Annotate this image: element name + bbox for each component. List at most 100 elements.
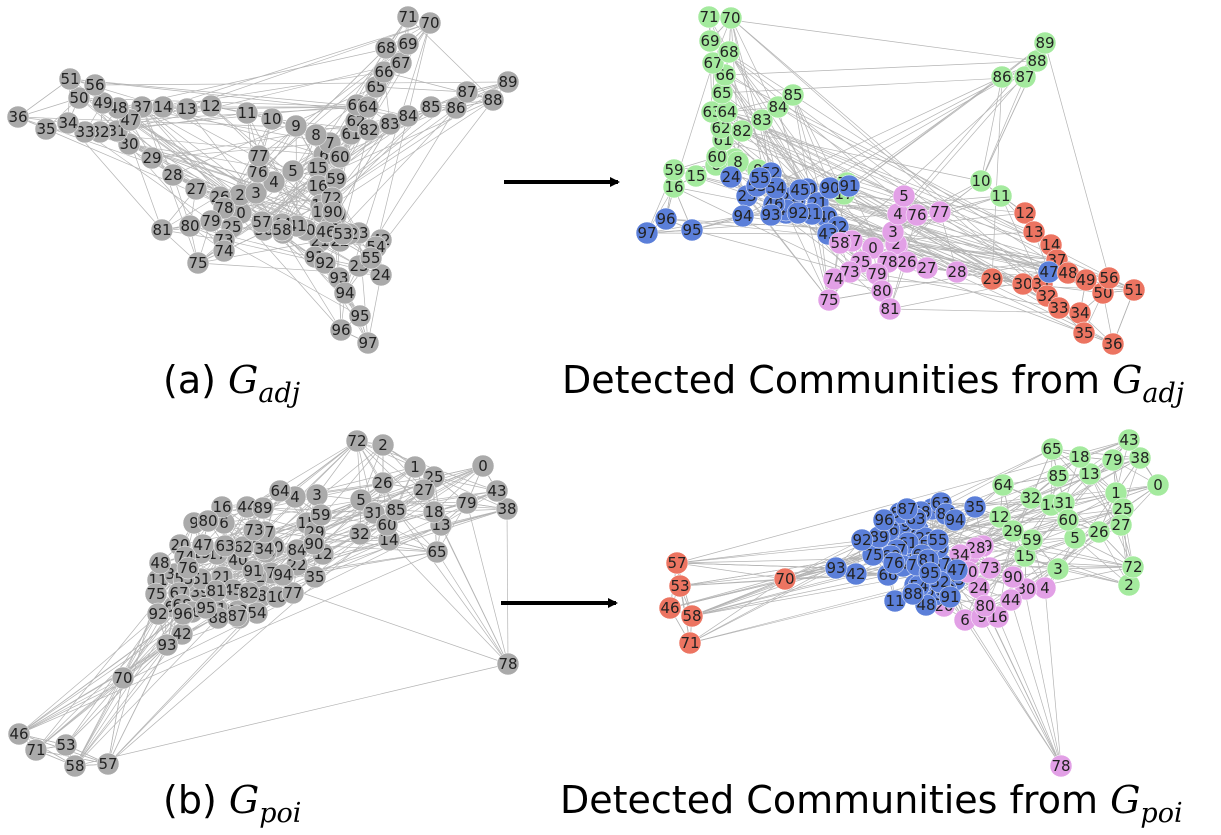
node-label: 38 (1130, 449, 1149, 467)
node-label: 15 (308, 159, 327, 177)
graph-node: 59 (1020, 528, 1044, 552)
node-label: 49 (93, 94, 112, 112)
graph-edge (141, 106, 257, 194)
node-label: 57 (252, 213, 271, 231)
node-label: 18 (424, 503, 443, 521)
graph-edge (69, 78, 369, 108)
node-label: 75 (819, 291, 838, 309)
node-label: 28 (947, 263, 966, 281)
graph-edge (676, 562, 786, 580)
node-label: 92 (788, 204, 807, 222)
node-circle (321, 200, 345, 224)
node-label: 77 (249, 147, 268, 165)
node-circle (418, 11, 442, 35)
node-label: 82 (239, 584, 258, 602)
graph-edge (344, 22, 431, 294)
node-circle (444, 96, 468, 120)
graph-node: 5 (281, 159, 305, 183)
node-label: 15 (686, 167, 705, 185)
node-label: 48 (1058, 264, 1077, 282)
node-label: 47 (947, 561, 966, 579)
graph-node: 27 (1109, 513, 1133, 537)
node-label: 29 (982, 270, 1001, 288)
graph-edge (843, 42, 1046, 195)
graph-node: 69 (698, 29, 722, 53)
node-label: 60 (1058, 511, 1077, 529)
node-label: 4 (290, 488, 300, 506)
node-label: 74 (214, 242, 233, 260)
graph-node: 96 (872, 508, 896, 532)
node-circle (304, 123, 328, 147)
graph-node: 94 (943, 508, 967, 532)
node-label: 92 (148, 605, 167, 623)
node-label: 27 (917, 259, 936, 277)
graph-node: 26 (1087, 520, 1111, 544)
graph-node: 91 (241, 559, 265, 583)
node-label: 76 (884, 554, 903, 572)
node-label: 91 (839, 177, 858, 195)
graph-node: 92 (786, 201, 810, 225)
graph-node: 70 (719, 6, 743, 30)
graph-node: 69 (396, 32, 420, 56)
graph-node: 88 (481, 88, 505, 112)
node-label: 43 (1119, 431, 1138, 449)
graph-node: 63 (213, 534, 237, 558)
node-label: 4 (269, 173, 279, 191)
node-label: 58 (65, 757, 84, 775)
node-label: 63 (215, 537, 234, 555)
node-label: 78 (1051, 757, 1070, 775)
node-label: 11 (885, 592, 904, 610)
graph-node: 0 (471, 454, 495, 478)
graph-node: 58 (680, 604, 704, 628)
node-label: 58 (682, 607, 701, 625)
graph-node: 74 (822, 267, 846, 291)
node-label: 53 (670, 577, 689, 595)
node-label: 75 (188, 254, 207, 272)
node-circle (455, 80, 479, 104)
graph-node: 48 (148, 551, 172, 575)
node-circle (329, 318, 353, 342)
node-label: 94 (733, 207, 752, 225)
graph-node: 97 (356, 331, 380, 355)
node-circle (359, 246, 383, 270)
node-circle (56, 111, 80, 135)
graph-node: 66 (372, 60, 396, 84)
graph-node: 76 (905, 203, 929, 227)
graph-node: 36 (1101, 332, 1125, 356)
node-label: 9 (291, 117, 301, 135)
node-label: 46 (316, 223, 335, 241)
node-label: 83 (380, 115, 399, 133)
node-label: 60 (330, 148, 349, 166)
node-label: 64 (270, 482, 289, 500)
graph-edge (689, 567, 837, 644)
node-label: 24 (371, 266, 390, 284)
node-circle (333, 281, 357, 305)
node-label: 27 (414, 481, 433, 499)
node-label: 0 (1153, 476, 1163, 494)
graph-node: 92 (850, 528, 874, 552)
node-label: 3 (888, 223, 898, 241)
graph-node: 64 (991, 473, 1015, 497)
graph-node: 75 (817, 288, 841, 312)
graph-node: 91 (837, 174, 861, 198)
graph-node: 34 (56, 111, 80, 135)
graph-edge (315, 86, 377, 136)
graph-node: 71 (396, 5, 420, 29)
graph-node: 68 (374, 36, 398, 60)
graph-edge (964, 619, 1062, 767)
graph-node: 65 (425, 540, 449, 564)
graph-node: 72 (1121, 555, 1145, 579)
node-label: 24 (721, 168, 740, 186)
node-circle (212, 239, 236, 263)
node-circle (250, 210, 274, 234)
graph-node: 26 (371, 471, 395, 495)
node-circle (396, 104, 420, 128)
graph-node: 71 (678, 631, 702, 655)
node-label: 3 (312, 486, 322, 504)
graph-node: 70 (773, 567, 797, 591)
graph-edge (721, 76, 1026, 94)
node-label: 72 (1123, 558, 1142, 576)
node-label: 75 (146, 585, 165, 603)
graph-edge (162, 71, 385, 108)
graph-node: 44 (999, 588, 1023, 612)
